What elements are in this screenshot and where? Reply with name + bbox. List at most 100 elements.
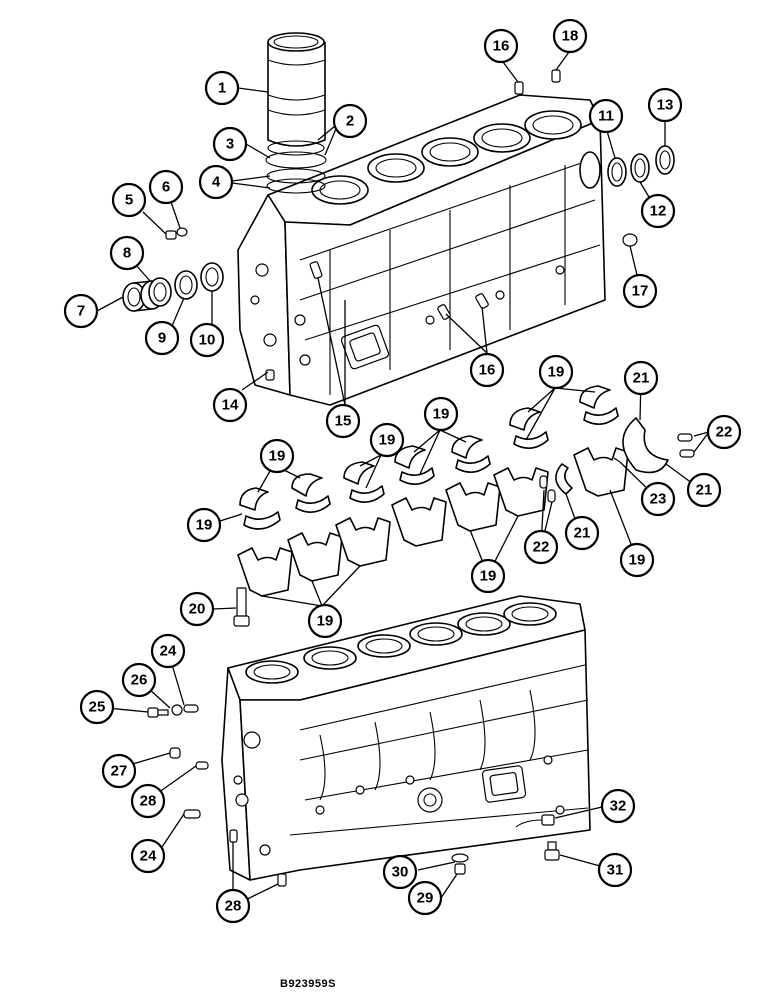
svg-text:14: 14 — [222, 397, 239, 414]
svg-text:28: 28 — [225, 898, 242, 915]
svg-text:5: 5 — [125, 192, 133, 209]
svg-text:28: 28 — [140, 793, 157, 810]
svg-text:1: 1 — [218, 80, 226, 97]
callout-5: 5 — [111, 182, 147, 218]
callout-19-f: 19 — [619, 542, 655, 578]
svg-text:19: 19 — [433, 406, 450, 423]
svg-text:21: 21 — [633, 370, 650, 387]
svg-text:22: 22 — [716, 424, 733, 441]
callout-17: 17 — [622, 273, 658, 309]
svg-text:19: 19 — [269, 448, 286, 465]
callout-10: 10 — [189, 322, 225, 358]
drawing-id-label: B923959S — [280, 978, 336, 990]
upper-engine-block — [237, 94, 606, 406]
svg-text:16: 16 — [493, 38, 510, 55]
callout-3: 3 — [212, 126, 248, 162]
svg-text:7: 7 — [77, 303, 85, 320]
svg-text:21: 21 — [574, 525, 591, 542]
callout-13: 13 — [647, 87, 683, 123]
svg-text:19: 19 — [317, 613, 334, 630]
callout-1: 1 — [204, 70, 240, 106]
callout-14: 14 — [212, 387, 248, 423]
svg-text:30: 30 — [392, 864, 409, 881]
callout-11: 11 — [588, 98, 624, 134]
callout-19-d: 19 — [423, 396, 459, 432]
cylinder-liner — [267, 32, 326, 147]
svg-text:19: 19 — [379, 432, 396, 449]
callout-19-e: 19 — [538, 354, 574, 390]
callout-19-g: 19 — [470, 558, 506, 594]
svg-text:26: 26 — [131, 672, 148, 689]
callout-8: 8 — [109, 235, 145, 271]
main-bearing-bolt — [233, 587, 250, 627]
svg-text:20: 20 — [189, 601, 206, 618]
callout-28-lower: 28 — [215, 888, 251, 924]
svg-text:22: 22 — [533, 539, 550, 556]
svg-text:15: 15 — [335, 413, 352, 430]
callout-19-a: 19 — [259, 438, 295, 474]
callout-21-a: 21 — [623, 360, 659, 396]
callout-20: 20 — [179, 591, 215, 627]
callout-22-a: 22 — [706, 414, 742, 450]
svg-text:12: 12 — [650, 203, 667, 220]
callout-23: 23 — [640, 481, 676, 517]
svg-text:32: 32 — [610, 798, 627, 815]
callout-26: 26 — [121, 662, 157, 698]
callout-31: 31 — [597, 852, 633, 888]
callout-16-lower: 16 — [469, 352, 505, 388]
callout-7: 7 — [63, 293, 99, 329]
svg-text:9: 9 — [158, 330, 166, 347]
svg-text:17: 17 — [632, 283, 649, 300]
svg-text:8: 8 — [123, 245, 131, 262]
svg-text:10: 10 — [199, 332, 216, 349]
callout-25: 25 — [79, 689, 115, 725]
bearing-shells — [239, 385, 619, 530]
svg-text:23: 23 — [650, 491, 667, 508]
svg-text:19: 19 — [196, 517, 213, 534]
front-camshaft-bushings — [122, 262, 224, 312]
callout-15: 15 — [325, 403, 361, 439]
callout-24-upper: 24 — [150, 633, 186, 669]
callout-22-b: 22 — [523, 529, 559, 565]
callout-21-c: 21 — [564, 515, 600, 551]
upper-small-parts — [165, 69, 638, 381]
svg-text:3: 3 — [226, 136, 234, 153]
svg-text:24: 24 — [140, 848, 157, 865]
callout-19-b: 19 — [186, 507, 222, 543]
lower-small-parts — [147, 704, 560, 887]
svg-text:6: 6 — [162, 179, 170, 196]
callout-19-c: 19 — [369, 422, 405, 458]
callout-19-h: 19 — [307, 603, 343, 639]
thrust-washers — [539, 417, 695, 503]
leader-lines — [96, 51, 710, 907]
svg-text:31: 31 — [607, 862, 624, 879]
callout-24-lower: 24 — [130, 838, 166, 874]
callout-16-upper: 16 — [483, 28, 519, 64]
callout-29: 29 — [407, 880, 443, 916]
callout-32: 32 — [600, 788, 636, 824]
svg-text:2: 2 — [346, 113, 354, 130]
svg-text:18: 18 — [562, 28, 579, 45]
callout-4: 4 — [198, 164, 234, 200]
svg-text:19: 19 — [548, 364, 565, 381]
svg-text:25: 25 — [89, 699, 106, 716]
svg-text:19: 19 — [629, 552, 646, 569]
callout-18: 18 — [552, 18, 588, 54]
callout-2: 2 — [332, 103, 368, 139]
svg-text:4: 4 — [212, 174, 221, 191]
svg-text:29: 29 — [417, 890, 434, 907]
callout-28-upper: 28 — [130, 783, 166, 819]
callout-21-b: 21 — [686, 472, 722, 508]
callout-12: 12 — [640, 193, 676, 229]
svg-text:21: 21 — [696, 482, 713, 499]
svg-text:11: 11 — [598, 108, 614, 125]
callout-6: 6 — [148, 169, 184, 205]
svg-text:24: 24 — [160, 643, 177, 660]
bearing-caps — [237, 447, 629, 597]
lower-engine-block — [221, 595, 591, 881]
svg-text:19: 19 — [480, 568, 497, 585]
rear-camshaft-bushings — [607, 145, 675, 187]
callout-27: 27 — [101, 753, 137, 789]
callout-9: 9 — [144, 320, 180, 356]
